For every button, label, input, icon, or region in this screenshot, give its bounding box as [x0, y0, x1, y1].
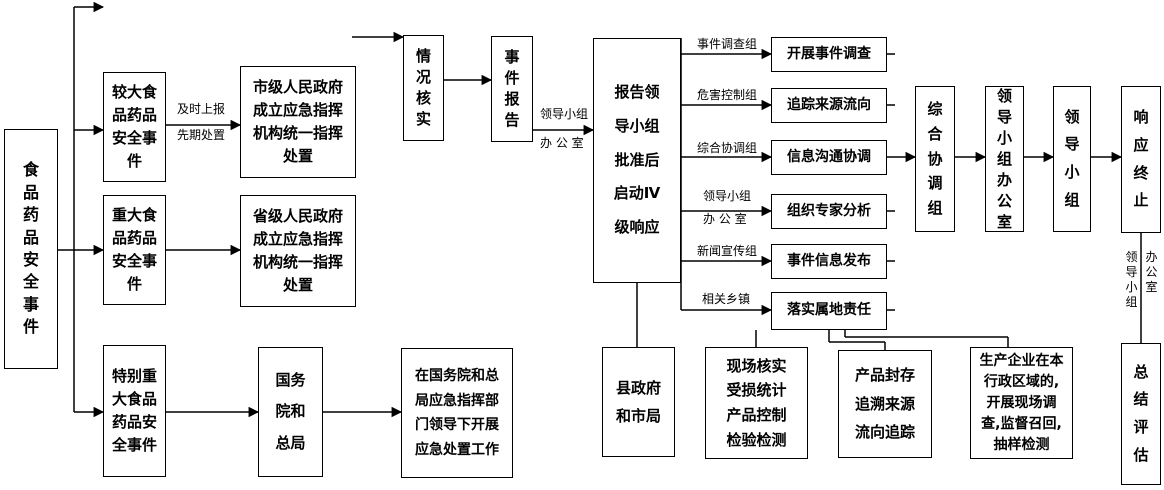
- task-investigate-text: 开展事件调查: [787, 45, 871, 62]
- node-state-command-text: 在国务院和总局应急指挥部门领导下开展应急处置工作: [414, 368, 499, 458]
- node-major: 较大食品药品安全事件: [103, 72, 166, 182]
- node-leader-approve: 报告领导小组批准后启动Ⅳ级响应: [593, 38, 681, 283]
- node-summary: 总结评估: [1121, 343, 1161, 485]
- node-summary-text: 总结评估: [1133, 362, 1149, 464]
- label-side-lg: 领导小组: [1125, 250, 1138, 309]
- node-verify: 情况核实: [403, 35, 444, 141]
- node-seal: 产品封存追溯来源流向追踪: [838, 350, 932, 458]
- node-leader-group-text: 领导小组: [1064, 107, 1080, 209]
- node-state-command: 在国务院和总局应急指挥部门领导下开展应急处置工作: [401, 348, 513, 478]
- task-expert: 组织专家分析: [771, 194, 887, 229]
- label-group-hazard: 危害控制组: [697, 88, 758, 102]
- task-publish-text: 事件信息发布: [787, 252, 871, 269]
- node-leader-office: 领导小组办公室: [985, 86, 1024, 232]
- node-county: 县政府和市局: [602, 347, 675, 457]
- node-province-command: 省级人民政府成立应急指挥机构统一指挥处置: [240, 195, 356, 307]
- node-city-command-text: 市级人民政府成立应急指挥机构统一指挥处置: [252, 77, 343, 166]
- node-enterprise-text: 生产企业在本行政区域的,开展现场调查,监督召回,抽样检测: [979, 352, 1064, 453]
- task-info-text: 信息沟通协调: [787, 148, 871, 165]
- label-first-handle: 先期处置: [177, 128, 226, 142]
- node-serious-text: 重大食品药品安全事件: [111, 205, 157, 294]
- label-timely-report: 及时上报: [177, 102, 226, 116]
- node-state-council-text: 国务院和总局: [275, 370, 306, 452]
- node-province-command-text: 省级人民政府成立应急指挥机构统一指挥处置: [252, 206, 343, 295]
- label-group-town: 相关乡镇: [702, 292, 751, 306]
- node-report-text: 事件报告: [504, 48, 520, 129]
- node-leader-office-text: 领导小组办公室: [996, 86, 1012, 231]
- task-local-text: 落实属地责任: [787, 302, 871, 319]
- label-group-coord: 综合协调组: [697, 141, 758, 155]
- node-onsite-text: 现场核实受损统计产品控制检验检测: [726, 356, 787, 449]
- label-group-lg-a: 领导小组: [703, 189, 752, 203]
- node-coord-group: 综合协调组: [915, 86, 955, 232]
- label-lg-office-b: 办 公 室: [540, 136, 584, 150]
- label-group-news: 新闻宣传组: [697, 244, 758, 258]
- task-info: 信息沟通协调: [771, 140, 887, 175]
- node-root-text: 食品药品安全事件: [22, 160, 39, 337]
- node-seal-text: 产品封存追溯来源流向追踪: [854, 366, 915, 442]
- node-serious: 重大食品药品安全事件: [103, 195, 166, 305]
- node-leader-group: 领导小组: [1053, 86, 1091, 232]
- node-verify-text: 情况核实: [415, 47, 431, 128]
- node-end-text: 响应终止: [1133, 108, 1149, 210]
- task-trace-text: 追踪来源流向: [787, 96, 871, 113]
- node-state-council: 国务院和总局: [258, 347, 323, 477]
- task-trace: 追踪来源流向: [771, 88, 887, 123]
- node-end: 响应终止: [1121, 86, 1161, 233]
- task-investigate: 开展事件调查: [771, 37, 887, 72]
- node-coord-group-text: 综合协调组: [927, 100, 943, 218]
- node-leader-approve-text: 报告领导小组批准后启动Ⅳ级响应: [613, 83, 661, 237]
- node-extreme: 特别重大食品药品安全事件: [103, 345, 166, 477]
- label-group-lg-b: 办 公 室: [703, 212, 747, 226]
- node-enterprise: 生产企业在本行政区域的,开展现场调查,监督召回,抽样检测: [970, 347, 1073, 459]
- task-expert-text: 组织专家分析: [787, 202, 871, 219]
- node-extreme-text: 特别重大食品药品安全事件: [111, 366, 157, 455]
- node-major-text: 较大食品药品安全事件: [111, 82, 157, 171]
- node-onsite: 现场核实受损统计产品控制检验检测: [705, 347, 808, 459]
- label-lg-office-a: 领导小组: [540, 107, 589, 121]
- node-root: 食品药品安全事件: [4, 129, 58, 369]
- node-city-command: 市级人民政府成立应急指挥机构统一指挥处置: [240, 66, 356, 178]
- task-local: 落实属地责任: [771, 292, 887, 330]
- label-side-office: 办公室: [1145, 250, 1158, 294]
- label-group-investigate: 事件调查组: [697, 37, 758, 51]
- task-publish: 事件信息发布: [771, 244, 887, 279]
- node-report: 事件报告: [491, 36, 533, 142]
- node-county-text: 县政府和市局: [615, 378, 661, 426]
